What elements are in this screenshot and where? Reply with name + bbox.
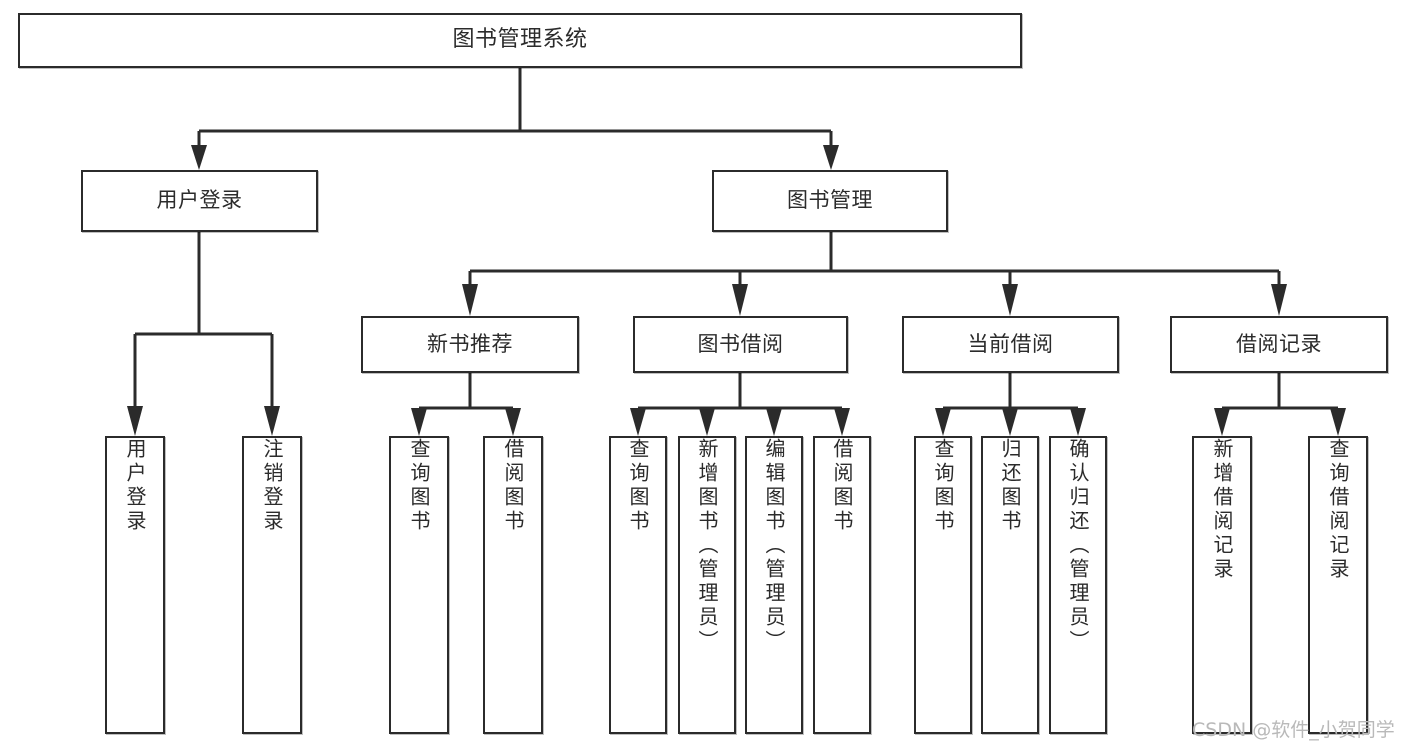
arrowhead-book-mgmt — [823, 145, 839, 170]
leaf-book-borrow-query-label: 查询图书 — [626, 438, 650, 534]
arrowhead-leaf-user-1 — [264, 406, 280, 436]
arrowhead-leaf-user-0 — [127, 406, 143, 436]
leaf-borrow-record-query[interactable]: 查询借阅记录 — [1308, 436, 1368, 734]
arrowhead-l2-1 — [732, 284, 748, 316]
arrowhead-leaf-record-0 — [1214, 408, 1230, 436]
leaf-borrow-record-query-label: 查询借阅记录 — [1326, 438, 1350, 582]
arrowhead-l2-0 — [462, 284, 478, 316]
arrowhead-leaf-borrow-0 — [630, 408, 646, 436]
arrowhead-leaf-current-2 — [1070, 408, 1086, 436]
leaf-user-login-logout-label: 注销登录 — [260, 438, 284, 534]
node-new-book-recommend[interactable]: 新书推荐 — [361, 316, 579, 373]
arrowhead-leaf-borrow-3 — [834, 408, 850, 436]
leaf-new-book-query[interactable]: 查询图书 — [389, 436, 449, 734]
arrowhead-leaf-newbook-1 — [505, 408, 521, 436]
leaf-book-borrow-borrow-label: 借阅图书 — [830, 438, 854, 534]
node-new-book-recommend-label: 新书推荐 — [427, 331, 513, 356]
arrowhead-leaf-newbook-0 — [411, 408, 427, 436]
arrowhead-leaf-borrow-1 — [699, 408, 715, 436]
node-root-book-management-system[interactable]: 图书管理系统 — [18, 13, 1022, 68]
node-book-borrow[interactable]: 图书借阅 — [633, 316, 848, 373]
node-book-borrow-label: 图书借阅 — [697, 331, 784, 356]
leaf-user-login-login[interactable]: 用户登录 — [105, 436, 165, 734]
leaf-book-borrow-borrow[interactable]: 借阅图书 — [813, 436, 871, 734]
node-book-management[interactable]: 图书管理 — [712, 170, 948, 232]
csdn-watermark: CSDN @软件_小贺同学 — [1192, 719, 1395, 741]
leaf-current-borrow-return[interactable]: 归还图书 — [981, 436, 1039, 734]
arrowhead-leaf-borrow-2 — [766, 408, 782, 436]
leaf-current-borrow-confirm-return[interactable]: 确认归还（管理员） — [1049, 436, 1107, 734]
node-user-login[interactable]: 用户登录 — [81, 170, 318, 232]
node-current-borrow[interactable]: 当前借阅 — [902, 316, 1119, 373]
node-current-borrow-label: 当前借阅 — [967, 331, 1054, 356]
leaf-book-borrow-edit[interactable]: 编辑图书（管理员） — [745, 436, 803, 734]
leaf-user-login-logout[interactable]: 注销登录 — [242, 436, 302, 734]
arrowhead-leaf-current-0 — [935, 408, 951, 436]
leaf-borrow-record-add[interactable]: 新增借阅记录 — [1192, 436, 1252, 734]
node-borrow-record-label: 借阅记录 — [1236, 331, 1322, 356]
node-root-label: 图书管理系统 — [452, 27, 588, 53]
leaf-new-book-borrow[interactable]: 借阅图书 — [483, 436, 543, 734]
leaf-book-borrow-add-label: 新增图书（管理员） — [695, 438, 719, 654]
arrowhead-leaf-record-1 — [1330, 408, 1346, 436]
arrowhead-user-login — [191, 145, 207, 170]
leaf-user-login-login-label: 用户登录 — [123, 438, 147, 534]
leaf-current-borrow-query[interactable]: 查询图书 — [914, 436, 972, 734]
arrowhead-l2-2 — [1002, 284, 1018, 316]
arrowhead-leaf-current-1 — [1002, 408, 1018, 436]
leaf-book-borrow-edit-label: 编辑图书（管理员） — [762, 438, 786, 654]
leaf-new-book-query-label: 查询图书 — [407, 438, 431, 534]
leaf-borrow-record-add-label: 新增借阅记录 — [1210, 438, 1234, 582]
leaf-current-borrow-query-label: 查询图书 — [931, 438, 955, 534]
arrowhead-l2-3 — [1271, 284, 1287, 316]
leaf-book-borrow-query[interactable]: 查询图书 — [609, 436, 667, 734]
leaf-new-book-borrow-label: 借阅图书 — [501, 438, 525, 534]
leaf-current-borrow-confirm-return-label: 确认归还（管理员） — [1066, 438, 1090, 654]
leaf-current-borrow-return-label: 归还图书 — [998, 438, 1022, 534]
leaf-book-borrow-add[interactable]: 新增图书（管理员） — [678, 436, 736, 734]
node-book-management-label: 图书管理 — [787, 188, 873, 213]
node-borrow-record[interactable]: 借阅记录 — [1170, 316, 1388, 373]
node-user-login-label: 用户登录 — [156, 188, 243, 213]
